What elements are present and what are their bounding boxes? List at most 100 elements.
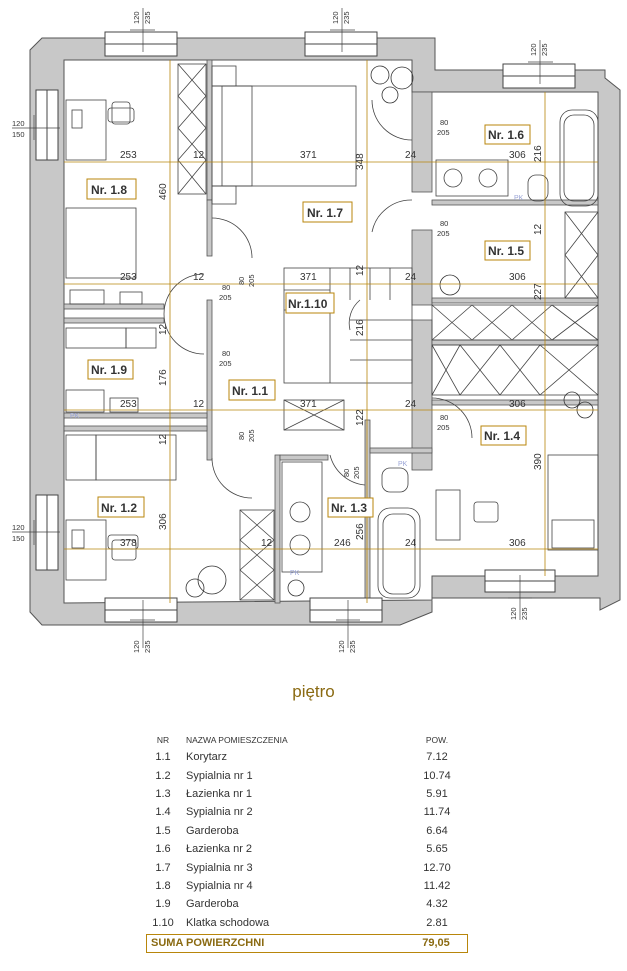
dim-12-bottom: 12 <box>261 538 273 549</box>
pk-mark-1: PK <box>514 195 524 202</box>
room-label-1-5: Nr. 1.5 <box>488 244 524 258</box>
dim-256: 256 <box>355 523 366 540</box>
door-dim-8b: 205 <box>352 466 361 479</box>
window-dim-8b: 235 <box>520 607 529 620</box>
door-dim-3b: 205 <box>219 293 232 302</box>
door-dim-8: 80 <box>342 469 351 477</box>
window-dim-6a: 120 <box>132 640 141 653</box>
window-dim-8a: 120 <box>509 607 518 620</box>
dim-306-low: 306 <box>509 399 526 410</box>
windows-top <box>35 31 576 623</box>
pk-mark-4: PK <box>290 570 300 577</box>
window-dim-7a: 120 <box>337 640 346 653</box>
interior-walls <box>63 59 599 604</box>
door-dim-4: 80 <box>222 349 230 358</box>
dim-253-low: 253 <box>120 399 137 410</box>
dim-12-right: 12 <box>533 223 544 235</box>
dim-460: 460 <box>158 183 169 200</box>
dim-306-left: 306 <box>158 513 169 530</box>
door-dim-3: 80 <box>222 283 230 292</box>
room-label-1-3: Nr. 1.3 <box>331 501 367 515</box>
door-dim-1b: 205 <box>437 128 450 137</box>
door-dim-2b: 205 <box>437 229 450 238</box>
dim-24-bottom: 24 <box>405 538 417 549</box>
room-labels <box>86 124 531 518</box>
dim-122: 122 <box>355 409 366 426</box>
window-dim-5a: 120 <box>12 523 25 532</box>
room-label-1-7: Nr. 1.7 <box>307 206 343 220</box>
dim-12-top: 12 <box>193 150 205 161</box>
room-label-1-2: Nr. 1.2 <box>101 501 137 515</box>
dim-306-mid: 306 <box>509 272 526 283</box>
room-label-1-8: Nr. 1.8 <box>91 183 127 197</box>
window-dim-7b: 235 <box>348 640 357 653</box>
plants <box>185 65 594 598</box>
dim-253-top: 253 <box>120 150 137 161</box>
dim-390: 390 <box>533 453 544 470</box>
door-dim-5: 80 <box>440 413 448 422</box>
door-dim-4b: 205 <box>219 359 232 368</box>
window-dim-6b: 235 <box>143 640 152 653</box>
window-dim-2b: 235 <box>342 11 351 24</box>
dim-378: 378 <box>120 538 137 549</box>
door-dim-7: 80 <box>237 432 246 440</box>
window-dim-2a: 120 <box>331 11 340 24</box>
room-label-1-10: Nr.1.10 <box>288 297 328 311</box>
window-dim-4b: 150 <box>12 130 25 139</box>
door-dim-6b: 205 <box>247 274 256 287</box>
table-header: NR NAZWA POMIESZCZENIA POW. <box>146 732 468 748</box>
pk-mark-3: PK <box>398 461 408 468</box>
dim-216-stairs: 216 <box>355 319 366 336</box>
dim-12-stairs: 12 <box>355 264 366 276</box>
dim-12-left2: 12 <box>158 433 169 445</box>
dim-246: 246 <box>334 538 351 549</box>
window-dim-1b: 235 <box>143 11 152 24</box>
dim-348: 348 <box>355 153 366 170</box>
outer-walls <box>29 37 621 626</box>
door-dim-7b: 205 <box>247 429 256 442</box>
dim-253-mid: 253 <box>120 272 137 283</box>
door-dim-2: 80 <box>440 219 448 228</box>
window-dim-3b: 235 <box>540 43 549 56</box>
dim-216-right: 216 <box>533 145 544 162</box>
floor-title: piętro <box>292 682 335 701</box>
room-label-1-9: Nr. 1.9 <box>91 363 127 377</box>
room-label-1-4: Nr. 1.4 <box>484 429 520 443</box>
door-dim-6: 80 <box>237 277 246 285</box>
sum-label: SUMA POWIERZCHNI <box>151 937 265 950</box>
dim-24-low: 24 <box>405 399 417 410</box>
window-dim-5b: 150 <box>12 534 25 543</box>
sum-value: 79,05 <box>422 937 450 950</box>
dim-176: 176 <box>158 369 169 386</box>
dim-12-mid: 12 <box>193 272 205 283</box>
door-dim-1: 80 <box>440 118 448 127</box>
table-sum-row: SUMA POWIERZCHNI 79,05 <box>146 933 468 953</box>
dim-12-low: 12 <box>193 399 205 410</box>
dim-24-mid: 24 <box>405 272 417 283</box>
window-dim-3a: 120 <box>529 43 538 56</box>
furniture <box>65 63 599 601</box>
dim-371-top: 371 <box>300 150 317 161</box>
dim-227: 227 <box>533 283 544 300</box>
room-label-1-1: Nr. 1.1 <box>232 384 268 398</box>
dim-371-mid: 371 <box>300 272 317 283</box>
floor-plan: 120 235 120 235 120 235 120 150 120 150 … <box>12 8 621 653</box>
dim-306-bottom: 306 <box>509 538 526 549</box>
header-area: POW. <box>425 735 449 745</box>
header-name: NAZWA POMIESZCZENIA <box>186 735 288 745</box>
window-dim-1a: 120 <box>132 11 141 24</box>
pk-mark-2: PK <box>70 413 80 420</box>
dim-371-low: 371 <box>300 399 317 410</box>
room-label-1-6: Nr. 1.6 <box>488 128 524 142</box>
